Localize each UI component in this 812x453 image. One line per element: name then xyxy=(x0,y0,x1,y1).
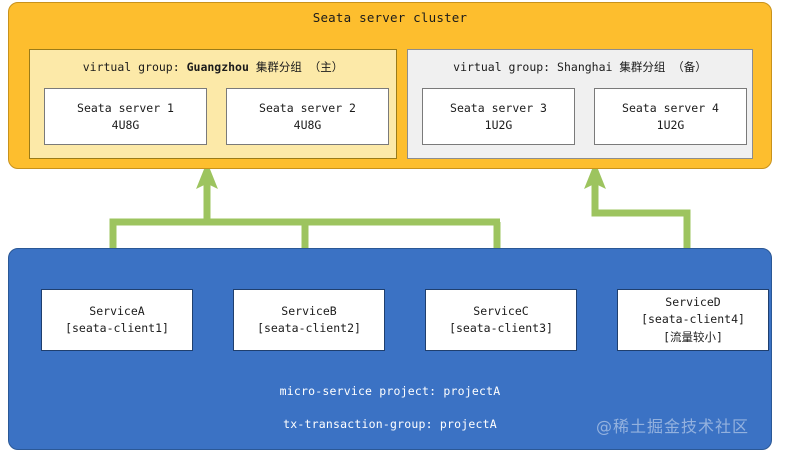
vg-label-suffix: 集群分组 （备） xyxy=(619,60,707,74)
arrowhead-guangzhou xyxy=(196,161,218,190)
service-client: [seata-client3] xyxy=(449,321,553,335)
server-spec: 1U2G xyxy=(484,117,513,132)
service-client: [seata-client1] xyxy=(65,321,169,335)
server-spec: 4U8G xyxy=(293,117,322,132)
vg-label-prefix: virtual group: xyxy=(82,60,180,74)
seata-server-box[interactable]: Seata server 4 1U2G xyxy=(594,88,747,145)
seata-server-cluster: Seata server cluster virtual group: Guan… xyxy=(8,2,772,169)
server-name: Seata server 4 xyxy=(622,100,719,115)
seata-server-box[interactable]: Seata server 3 1U2G xyxy=(422,88,575,145)
service-note: [流量较小] xyxy=(663,329,723,344)
service-name: ServiceB xyxy=(281,303,337,318)
service-box-serviceb[interactable]: ServiceB [seata-client2] xyxy=(233,289,385,351)
project-name-label: micro-service project: projectA xyxy=(279,384,501,398)
seata-server-box[interactable]: Seata server 1 4U8G xyxy=(44,88,207,145)
server-name: Seata server 3 xyxy=(450,100,547,115)
server-spec: 1U2G xyxy=(656,117,685,132)
virtual-group-guangzhou-title: virtual group: Guangzhou 集群分组 （主） xyxy=(30,59,396,75)
virtual-group-shanghai[interactable]: virtual group: Shanghai 集群分组 （备） Seata s… xyxy=(407,49,753,159)
arrowhead-shanghai xyxy=(584,161,606,190)
watermark: @稀土掘金技术社区 xyxy=(595,417,749,436)
service-box-servicec[interactable]: ServiceC [seata-client3] xyxy=(425,289,577,351)
vg-label-prefix: virtual group: xyxy=(453,60,551,74)
service-name: ServiceA xyxy=(89,303,145,318)
tx-group-label: tx-transaction-group: projectA xyxy=(283,417,497,431)
cluster-title: Seata server cluster xyxy=(312,10,468,25)
service-name: ServiceC xyxy=(473,303,529,318)
server-name: Seata server 1 xyxy=(77,100,174,115)
server-name: Seata server 2 xyxy=(259,100,356,115)
service-box-servicea[interactable]: ServiceA [seata-client1] xyxy=(41,289,193,351)
service-client: [seata-client2] xyxy=(257,321,361,335)
vg-label-name: Guangzhou xyxy=(186,60,249,74)
vg-label-name: Shanghai xyxy=(557,60,613,74)
server-spec: 4U8G xyxy=(111,117,140,132)
service-client: [seata-client4] xyxy=(641,312,745,327)
service-name: ServiceD xyxy=(665,295,721,310)
seata-server-box[interactable]: Seata server 2 4U8G xyxy=(226,88,389,145)
microservice-project-panel: ServiceA [seata-client1] ServiceB [seata… xyxy=(8,248,772,450)
virtual-group-shanghai-title: virtual group: Shanghai 集群分组 （备） xyxy=(408,59,752,75)
virtual-group-guangzhou[interactable]: virtual group: Guangzhou 集群分组 （主） Seata … xyxy=(29,49,397,159)
service-box-serviced[interactable]: ServiceD [seata-client4] [流量较小] xyxy=(617,289,769,351)
vg-label-suffix: 集群分组 （主） xyxy=(255,60,344,74)
